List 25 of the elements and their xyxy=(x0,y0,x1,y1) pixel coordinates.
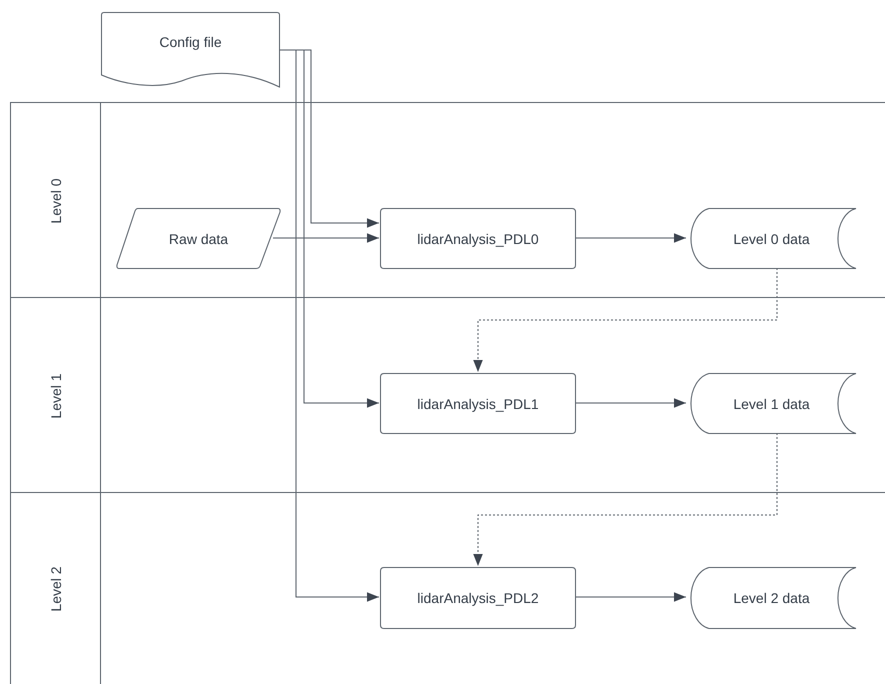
lane-label: Level 2 xyxy=(48,566,64,612)
node-label: Config file xyxy=(159,34,222,50)
arrow xyxy=(574,233,686,243)
process-box xyxy=(380,567,576,629)
node-label: lidarAnalysis_PDL0 xyxy=(417,230,539,246)
node-label: Level 0 data xyxy=(733,230,810,246)
process-box xyxy=(380,373,576,434)
arrow xyxy=(574,398,686,408)
node-label: Level 1 data xyxy=(733,396,810,412)
swimlane xyxy=(10,297,885,492)
arrow xyxy=(272,233,380,243)
dotted-arrow xyxy=(473,268,778,372)
document-shape xyxy=(101,12,280,88)
dotted-arrow xyxy=(473,432,778,566)
arrow xyxy=(574,592,686,602)
node-label: Level 2 data xyxy=(733,590,810,606)
node-label: Raw data xyxy=(168,230,228,246)
input-parallelogram xyxy=(116,208,281,269)
swimlane xyxy=(10,492,885,684)
lane-label: Level 0 xyxy=(48,178,64,224)
swimlane xyxy=(10,102,885,297)
node-label: lidarAnalysis_PDL2 xyxy=(417,590,539,606)
process-box xyxy=(380,208,576,269)
node-label: lidarAnalysis_PDL1 xyxy=(417,396,539,412)
lane-label: Level 1 xyxy=(48,372,64,418)
